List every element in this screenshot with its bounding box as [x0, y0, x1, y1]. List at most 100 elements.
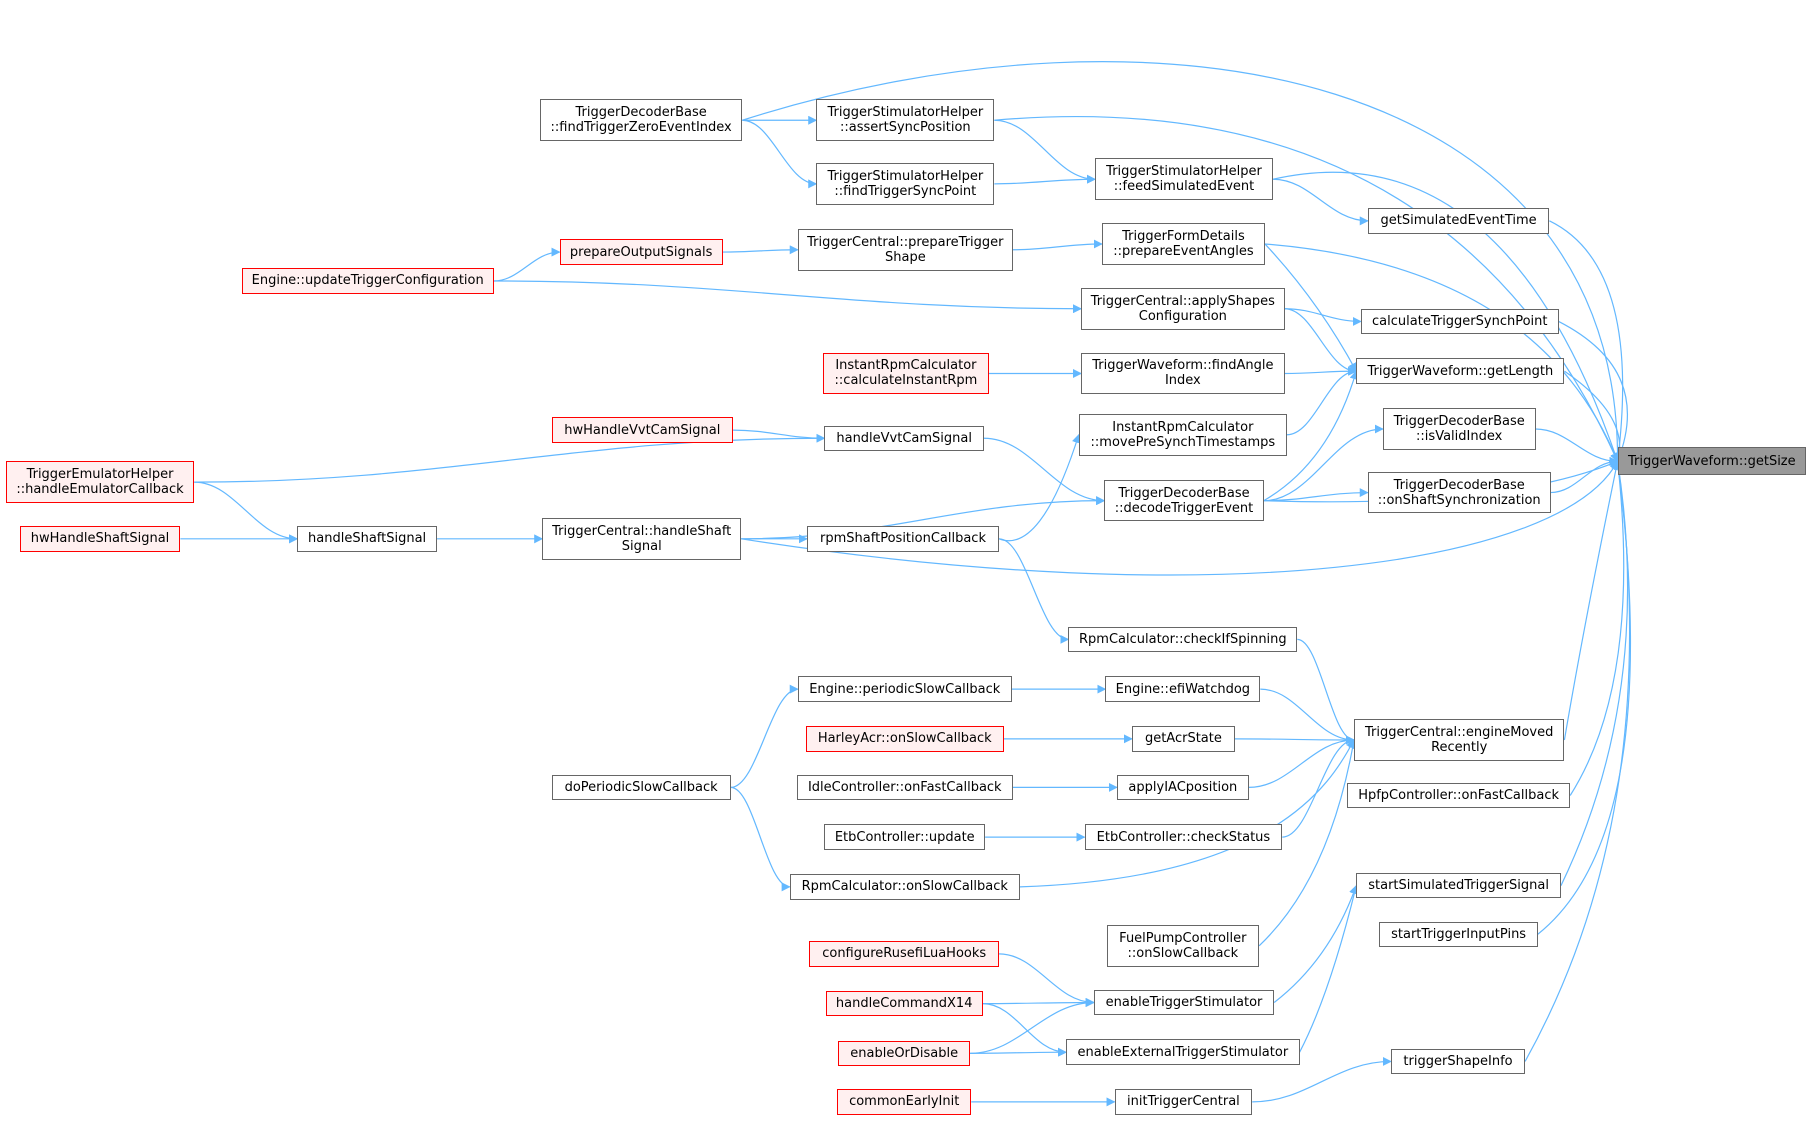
call-edge-tc-applyshapes-to-tw-getlength: [1284, 308, 1358, 376]
graph-node-lua-hooks[interactable]: configureRusefiLuaHooks: [809, 941, 999, 967]
graph-node-en-stim[interactable]: enableTriggerStimulator: [1093, 989, 1275, 1016]
graph-node-etb-check[interactable]: EtbController::checkStatus: [1084, 824, 1283, 850]
graph-node-calcsynch[interactable]: calculateTriggerSynchPoint: [1360, 308, 1559, 335]
graph-node-irc-calcrpm[interactable]: InstantRpmCalculator::calculateInstantRp…: [823, 352, 989, 395]
graph-node-init-tc[interactable]: initTriggerCentral: [1114, 1089, 1253, 1115]
graph-node-idle-fast[interactable]: IdleController::onFastCallback: [796, 774, 1013, 801]
call-edge-hw-vvt-to-handle-vvt: [733, 429, 826, 443]
node-label-line-1: TriggerFormDetails: [1122, 228, 1245, 244]
call-edge-tsh-feed-to-getsimtime: [1273, 178, 1369, 226]
graph-node-early-init[interactable]: commonEarlyInit: [837, 1089, 972, 1115]
graph-node-prepout[interactable]: prepareOutputSignals: [559, 239, 723, 265]
node-label-line-1: InstantRpmCalculator: [1112, 419, 1254, 435]
graph-node-fuelpump[interactable]: FuelPumpController::onSlowCallback: [1106, 925, 1260, 967]
node-label-line-1: applyIACposition: [1128, 779, 1238, 795]
node-label-line-2: ::prepareEventAngles: [1113, 243, 1254, 259]
node-label-line-1: getAcrState: [1144, 731, 1222, 747]
graph-node-etb-update[interactable]: EtbController::update: [824, 824, 986, 850]
node-label-line-1: Engine::periodicSlowCallback: [809, 681, 1001, 697]
call-edge-init-tc-to-shapeinfo: [1252, 1056, 1392, 1103]
graph-node-handle-vvt[interactable]: handleVvtCamSignal: [824, 425, 984, 451]
graph-node-tw-getlength[interactable]: TriggerWaveform::getLength: [1356, 358, 1565, 384]
call-edge-tdb-decode-to-tdb-onshaft: [1263, 488, 1369, 502]
graph-node-tsh-assert[interactable]: TriggerStimulatorHelper::assertSyncPosit…: [816, 99, 995, 142]
node-label-line-1: TriggerCentral::applyShapes: [1090, 293, 1275, 309]
call-edge-lua-hooks-to-en-stim: [998, 953, 1095, 1007]
graph-node-emu-callback[interactable]: TriggerEmulatorHelper::handleEmulatorCal…: [5, 461, 195, 503]
node-label-line-1: startSimulatedTriggerSignal: [1368, 878, 1549, 894]
node-label-line-1: TriggerDecoderBase: [1118, 485, 1250, 501]
graph-node-applyiac[interactable]: applyIACposition: [1116, 774, 1249, 801]
graph-node-hpfp-fast[interactable]: HpfpController::onFastCallback: [1347, 782, 1571, 809]
call-edge-en-or-dis-to-en-ext-stim: [970, 1047, 1067, 1057]
node-label-line-1: configureRusefiLuaHooks: [822, 946, 987, 962]
node-label-line-1: doPeriodicSlowCallback: [564, 779, 718, 795]
call-edge-tc-handleshaft-to-root: [741, 460, 1619, 576]
graph-node-tdb-onshaft[interactable]: TriggerDecoderBase::onShaftSynchronizati…: [1367, 471, 1551, 514]
call-edge-tdb-findzero-to-tsh-findsync: [742, 119, 818, 189]
node-label-line-1: handleCommandX14: [835, 996, 973, 1012]
node-label-line-1: HarleyAcr::onSlowCallback: [817, 731, 992, 747]
node-label-line-1: Engine::efiWatchdog: [1115, 681, 1251, 697]
call-edge-tdb-findzero-to-root: [742, 61, 1623, 463]
graph-node-cmd-x14[interactable]: handleCommandX14: [825, 990, 983, 1017]
call-edge-rpm-shaftcb-to-rpm-checkspin: [998, 538, 1070, 644]
call-edge-doperiodic-to-rpm-slow: [730, 786, 791, 892]
graph-node-tsh-feed[interactable]: TriggerStimulatorHelper::feedSimulatedEv…: [1094, 158, 1274, 201]
node-label-line-2: Configuration: [1138, 308, 1227, 324]
graph-node-irc-moveprs[interactable]: InstantRpmCalculator::movePreSynchTimest…: [1078, 413, 1287, 456]
graph-node-rpm-checkspin[interactable]: RpmCalculator::checkIfSpinning: [1068, 626, 1298, 653]
graph-node-eng-watchdog[interactable]: Engine::efiWatchdog: [1105, 676, 1261, 702]
node-label-line-1: TriggerStimulatorHelper: [827, 168, 984, 184]
node-label-line-2: ::feedSimulatedEvent: [1113, 179, 1255, 195]
call-edge-tsh-assert-to-tsh-feed: [994, 119, 1096, 184]
node-label-line-1: enableExternalTriggerStimulator: [1077, 1044, 1289, 1060]
node-label-line-1: Engine::updateTriggerConfiguration: [251, 273, 484, 289]
node-label-line-1: EtbController::checkStatus: [1096, 829, 1271, 845]
graph-node-hw-shaft[interactable]: hwHandleShaftSignal: [19, 526, 181, 552]
graph-node-doperiodic[interactable]: doPeriodicSlowCallback: [551, 774, 731, 801]
call-edge-etb-check-to-tc-engmoved: [1282, 735, 1355, 838]
graph-node-tsh-findsync[interactable]: TriggerStimulatorHelper::findTriggerSync…: [816, 163, 995, 205]
node-label-line-1: calculateTriggerSynchPoint: [1372, 313, 1548, 329]
graph-node-tdb-findzero[interactable]: TriggerDecoderBase::findTriggerZeroEvent…: [539, 99, 743, 142]
graph-node-eng-periodic[interactable]: Engine::periodicSlowCallback: [797, 676, 1012, 702]
graph-node-tdb-decode[interactable]: TriggerDecoderBase::decodeTriggerEvent: [1104, 479, 1264, 522]
call-edge-eng-update-to-prepout: [493, 247, 561, 282]
graph-node-shapeinfo[interactable]: triggerShapeInfo: [1390, 1048, 1526, 1075]
node-label-line-2: Signal: [621, 538, 662, 554]
node-label-line-2: ::onSlowCallback: [1127, 945, 1239, 961]
graph-node-startpins[interactable]: startTriggerInputPins: [1379, 921, 1538, 947]
graph-node-en-or-dis[interactable]: enableOrDisable: [838, 1040, 971, 1067]
graph-node-startsim[interactable]: startSimulatedTriggerSignal: [1356, 872, 1561, 899]
graph-node-en-ext-stim[interactable]: enableExternalTriggerStimulator: [1066, 1039, 1300, 1065]
graph-node-rpm-shaftcb[interactable]: rpmShaftPositionCallback: [807, 526, 999, 552]
node-label-line-2: ::calculateInstantRpm: [834, 373, 978, 389]
call-edge-startpins-to-root: [1537, 460, 1632, 935]
call-edge-tc-handleshaft-to-tdb-decode: [741, 496, 1106, 540]
graph-node-rpm-slow[interactable]: RpmCalculator::onSlowCallback: [789, 874, 1020, 900]
graph-node-tfd-prepangles[interactable]: TriggerFormDetails::prepareEventAngles: [1101, 223, 1265, 265]
node-label-line-1: InstantRpmCalculator: [835, 358, 977, 374]
node-label-line-1: rpmShaftPositionCallback: [820, 531, 986, 547]
graph-node-tdb-isvalid[interactable]: TriggerDecoderBase::isValidIndex: [1382, 408, 1536, 450]
graph-node-getsimtime[interactable]: getSimulatedEventTime: [1367, 208, 1550, 234]
graph-node-hw-vvt[interactable]: hwHandleVvtCamSignal: [551, 417, 734, 443]
graph-node-eng-update[interactable]: Engine::updateTriggerConfiguration: [241, 268, 494, 294]
graph-node-handle-shaft[interactable]: handleShaftSignal: [297, 526, 438, 552]
graph-node-harley[interactable]: HarleyAcr::onSlowCallback: [805, 726, 1004, 752]
call-edge-calcsynch-to-root: [1558, 320, 1629, 463]
node-label-line-1: RpmCalculator::onSlowCallback: [801, 879, 1008, 895]
graph-node-getacr[interactable]: getAcrState: [1131, 726, 1235, 752]
node-label-line-1: handleVvtCamSignal: [836, 430, 972, 446]
node-label-line-1: TriggerEmulatorHelper: [26, 467, 174, 483]
node-label-line-2: ::isValidIndex: [1416, 428, 1503, 444]
node-label-line-1: TriggerCentral::engineMoved: [1364, 725, 1554, 740]
node-label-line-1: hwHandleVvtCamSignal: [564, 422, 721, 438]
